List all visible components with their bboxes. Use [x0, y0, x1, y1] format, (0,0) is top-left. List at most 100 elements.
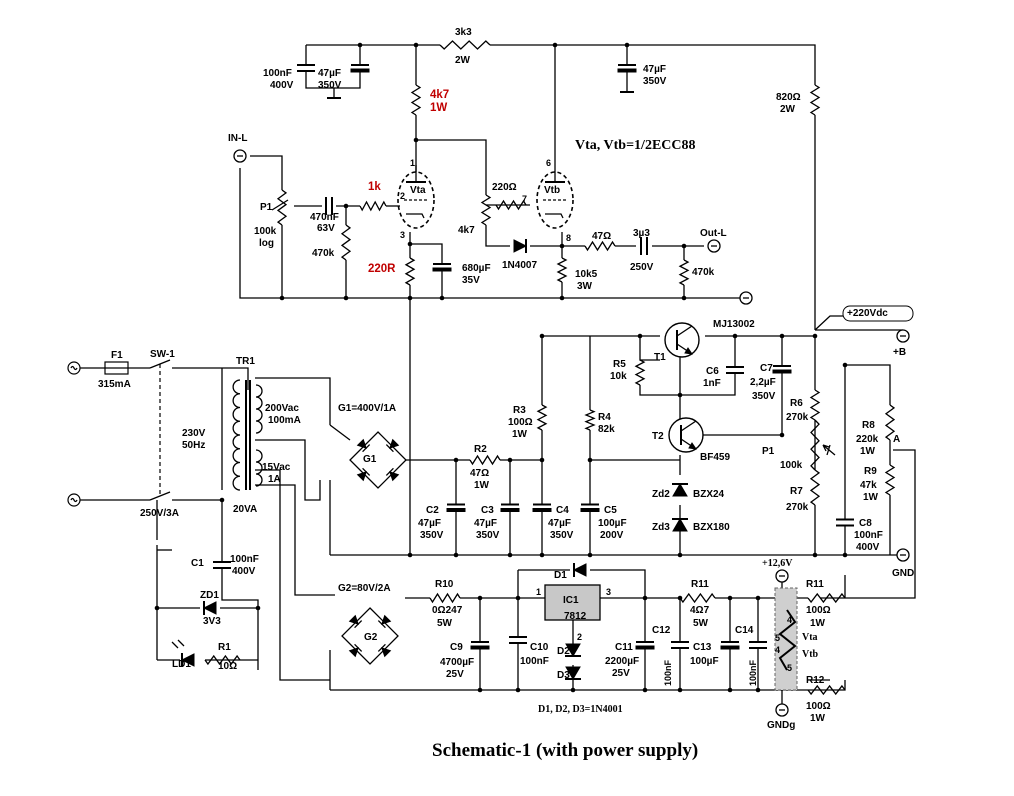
heater-pin-4b: 4	[775, 645, 780, 655]
lv-n16	[219, 497, 225, 503]
label-ic1: IC1	[563, 595, 579, 606]
label-c9: C9	[450, 642, 463, 653]
reg-n19	[637, 333, 643, 339]
label-c4-val: 47µF	[548, 518, 571, 529]
lv-n3	[642, 595, 648, 601]
res-r8	[884, 404, 896, 441]
label-c8-v: 400V	[856, 542, 880, 553]
bridge-g2-diode-tri	[348, 647, 359, 658]
transistor-t1-collector	[676, 325, 693, 337]
reg-n20	[539, 333, 545, 339]
label-f1: F1	[111, 350, 123, 361]
label-bzx180: BZX180	[693, 522, 730, 533]
res-220-grid	[495, 199, 527, 211]
label-r10: R10	[435, 579, 454, 590]
transistor-t1	[664, 322, 700, 358]
lv-n4	[677, 595, 683, 601]
diode-d2	[565, 643, 581, 657]
cap-c7-plate-b	[772, 369, 792, 374]
b-plus-terminal	[896, 329, 910, 343]
res-470k-out	[678, 259, 690, 286]
plus-12v6-terminal	[775, 569, 789, 583]
label-c13: C13	[693, 642, 712, 653]
cap-c11-plate-b	[635, 645, 655, 650]
label-r8: R8	[862, 420, 875, 431]
out-l-jack	[707, 239, 721, 253]
res-4k7-anode	[410, 84, 422, 116]
label-230v: 230V	[182, 428, 206, 439]
label-c12-val: 100nF	[663, 659, 673, 686]
label-c14: C14	[735, 625, 754, 636]
label-c9-v: 25V	[446, 669, 464, 680]
label-c11-v: 25V	[612, 668, 630, 679]
cap-c14	[749, 641, 767, 649]
label-12v6: +12,6V	[762, 558, 793, 569]
pin-7: 7	[522, 194, 527, 204]
cap-c10	[509, 636, 527, 644]
label-c1-val: 100nF	[230, 554, 259, 565]
label-3k3: 3k3	[455, 27, 472, 38]
label-220r: 220R	[368, 263, 396, 275]
label-3w: 3W	[577, 281, 593, 292]
res-r7	[809, 469, 821, 506]
label-bzx24: BZX24	[693, 489, 725, 500]
res-220r	[404, 257, 416, 286]
node-f	[343, 203, 349, 209]
reg-n7	[539, 457, 545, 463]
label-p1-log: log	[259, 238, 274, 249]
label-470k-grid: 470k	[312, 248, 335, 259]
res-r4	[584, 409, 596, 431]
label-r4: R4	[598, 412, 611, 423]
lv-n8	[515, 687, 521, 693]
reg-n18	[842, 362, 848, 368]
reg-n10	[407, 552, 413, 558]
reg-n5	[779, 432, 785, 438]
lv-n12	[727, 687, 733, 693]
label-1a: 1A	[268, 474, 281, 485]
label-mj13002: MJ13002	[713, 319, 755, 330]
label-r4-val: 82k	[598, 424, 615, 435]
cap-c3	[500, 503, 520, 512]
label-r11b: R11	[806, 579, 824, 590]
label-c7-val: 2,2µF	[750, 377, 776, 388]
mains-live-wave	[70, 365, 78, 371]
label-100ma: 100mA	[268, 415, 301, 426]
node-d	[624, 42, 630, 48]
label-p1-adj: P1	[762, 446, 775, 457]
label-r8-w: 1W	[860, 446, 876, 457]
bridge-g1-diode-bar	[362, 444, 371, 453]
in-l-jack	[233, 149, 247, 163]
label-400v-top: 400V	[270, 80, 294, 91]
label-p1-vol: P1	[260, 202, 273, 213]
res-r12	[807, 684, 846, 696]
label-gndg: GNDg	[767, 720, 795, 731]
label-c4: C4	[556, 505, 569, 516]
label-315ma: 315mA	[98, 379, 131, 390]
mains-neutral	[67, 493, 81, 507]
diode-1n4007-body	[513, 239, 528, 253]
label-p1-adj-val: 100k	[780, 460, 803, 471]
res-r1	[204, 654, 241, 666]
tube-vtb-cathode	[545, 213, 564, 219]
cap-c9-plate-b	[470, 645, 490, 650]
pin-8: 8	[566, 233, 571, 243]
label-r11b-val: 100Ω	[806, 605, 831, 616]
label-c6: C6	[706, 366, 719, 377]
node-l	[439, 295, 445, 301]
res-r10	[429, 592, 461, 604]
bridge-g2	[341, 607, 399, 665]
node-e	[413, 137, 419, 143]
label-10k5: 10k5	[575, 269, 598, 280]
label-r10-w: 5W	[437, 618, 453, 629]
bridge-g2-outline	[341, 607, 399, 665]
reg-n14	[587, 552, 593, 558]
res-1k	[359, 200, 387, 212]
label-zd3: Zd3	[652, 522, 670, 533]
node-i	[681, 243, 687, 249]
label-r12-val: 100Ω	[806, 701, 831, 712]
zener-zd2-body	[672, 483, 688, 497]
label-r1-val: 10Ω	[218, 661, 237, 672]
regulator-ic1	[544, 584, 601, 621]
